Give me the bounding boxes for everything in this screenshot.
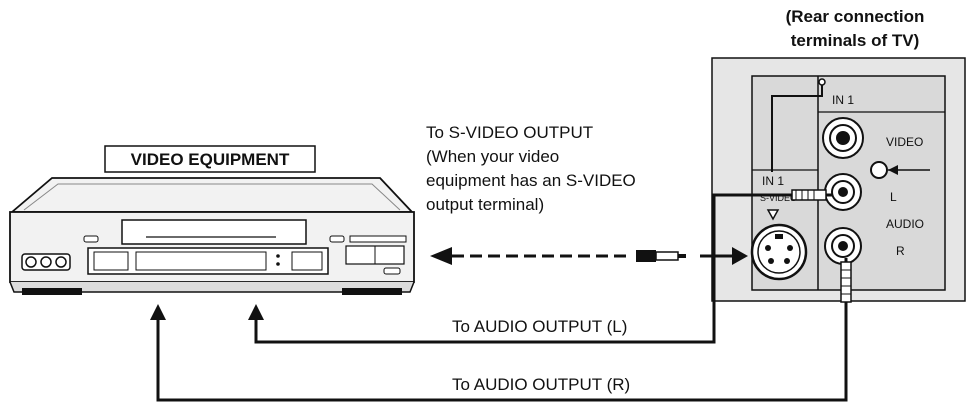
vcr-label: VIDEO EQUIPMENT: [131, 150, 290, 169]
tv-in1-top-label: IN 1: [832, 93, 854, 107]
svideo-callout-line3: equipment has an S-VIDEO: [426, 171, 636, 190]
audio-r-callout: To AUDIO OUTPUT (R): [452, 375, 630, 394]
tv-svideo-sub-label: S-VIDEO: [760, 193, 797, 203]
tv-svideo-in1-label: IN 1: [762, 174, 784, 188]
audio-r-cable: [150, 258, 852, 402]
svideo-callout-line1: To S-VIDEO OUTPUT: [426, 123, 593, 142]
tv-r-label: R: [896, 244, 905, 258]
tv-svideo-jack[interactable]: [750, 223, 808, 281]
audio-l-cable: [248, 189, 832, 344]
vcr-label-box: [104, 145, 316, 173]
vcr-front-jacks: [21, 253, 71, 271]
audio-l-callout: To AUDIO OUTPUT (L): [452, 317, 627, 336]
tv-audio-l-jack[interactable]: [824, 173, 862, 211]
tv-video-label: VIDEO: [886, 135, 923, 149]
tv-rear-panel: (Rear connection terminals of TV) IN 1 V…: [711, 7, 966, 302]
tv-panel-title-line2: terminals of TV): [791, 31, 919, 50]
tv-audio-label: AUDIO: [886, 217, 924, 231]
tv-audio-r-jack[interactable]: [824, 227, 862, 265]
svideo-callout-line2: (When your video: [426, 147, 559, 166]
tv-video-jack[interactable]: [822, 117, 864, 159]
svideo-callout: To S-VIDEO OUTPUT (When your video equip…: [426, 123, 636, 214]
svideo-cable: [430, 247, 748, 265]
tv-panel-title-line1: (Rear connection: [786, 7, 925, 26]
tv-selector-ring: [870, 161, 930, 179]
video-equipment: VIDEO EQUIPMENT: [9, 145, 415, 295]
svideo-callout-line4: output terminal): [426, 195, 544, 214]
vcr-cassette-slot: [121, 219, 307, 245]
tv-l-label: L: [890, 190, 897, 204]
